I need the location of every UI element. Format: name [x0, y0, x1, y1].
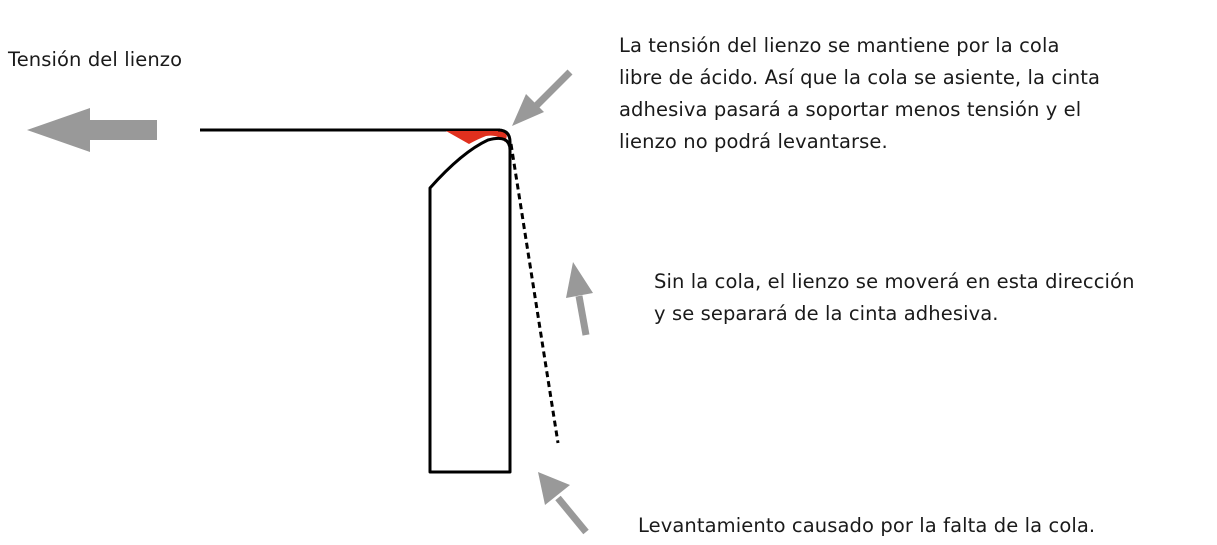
- tension-arrow-icon: [27, 108, 157, 152]
- canvas-tension-label: Tensión del lienzo: [8, 48, 183, 71]
- glue-tension-note: La tensión del lienzo se mantiene por la…: [619, 34, 1100, 153]
- separation-dashed-line: [509, 143, 560, 444]
- lifting-arrow-icon: [538, 472, 589, 535]
- glue-wedge: [446, 131, 507, 144]
- canvas-wrap-line: [497, 128, 512, 150]
- without-glue-note: Sin la cola, el lienzo se moverá en esta…: [654, 270, 1135, 325]
- stretcher-bar: [428, 136, 512, 474]
- movement-arrow-icon: [566, 262, 593, 336]
- glue-pointer-arrow-icon: [512, 69, 573, 126]
- lifting-note: Levantamiento causado por la falta de la…: [638, 514, 1096, 537]
